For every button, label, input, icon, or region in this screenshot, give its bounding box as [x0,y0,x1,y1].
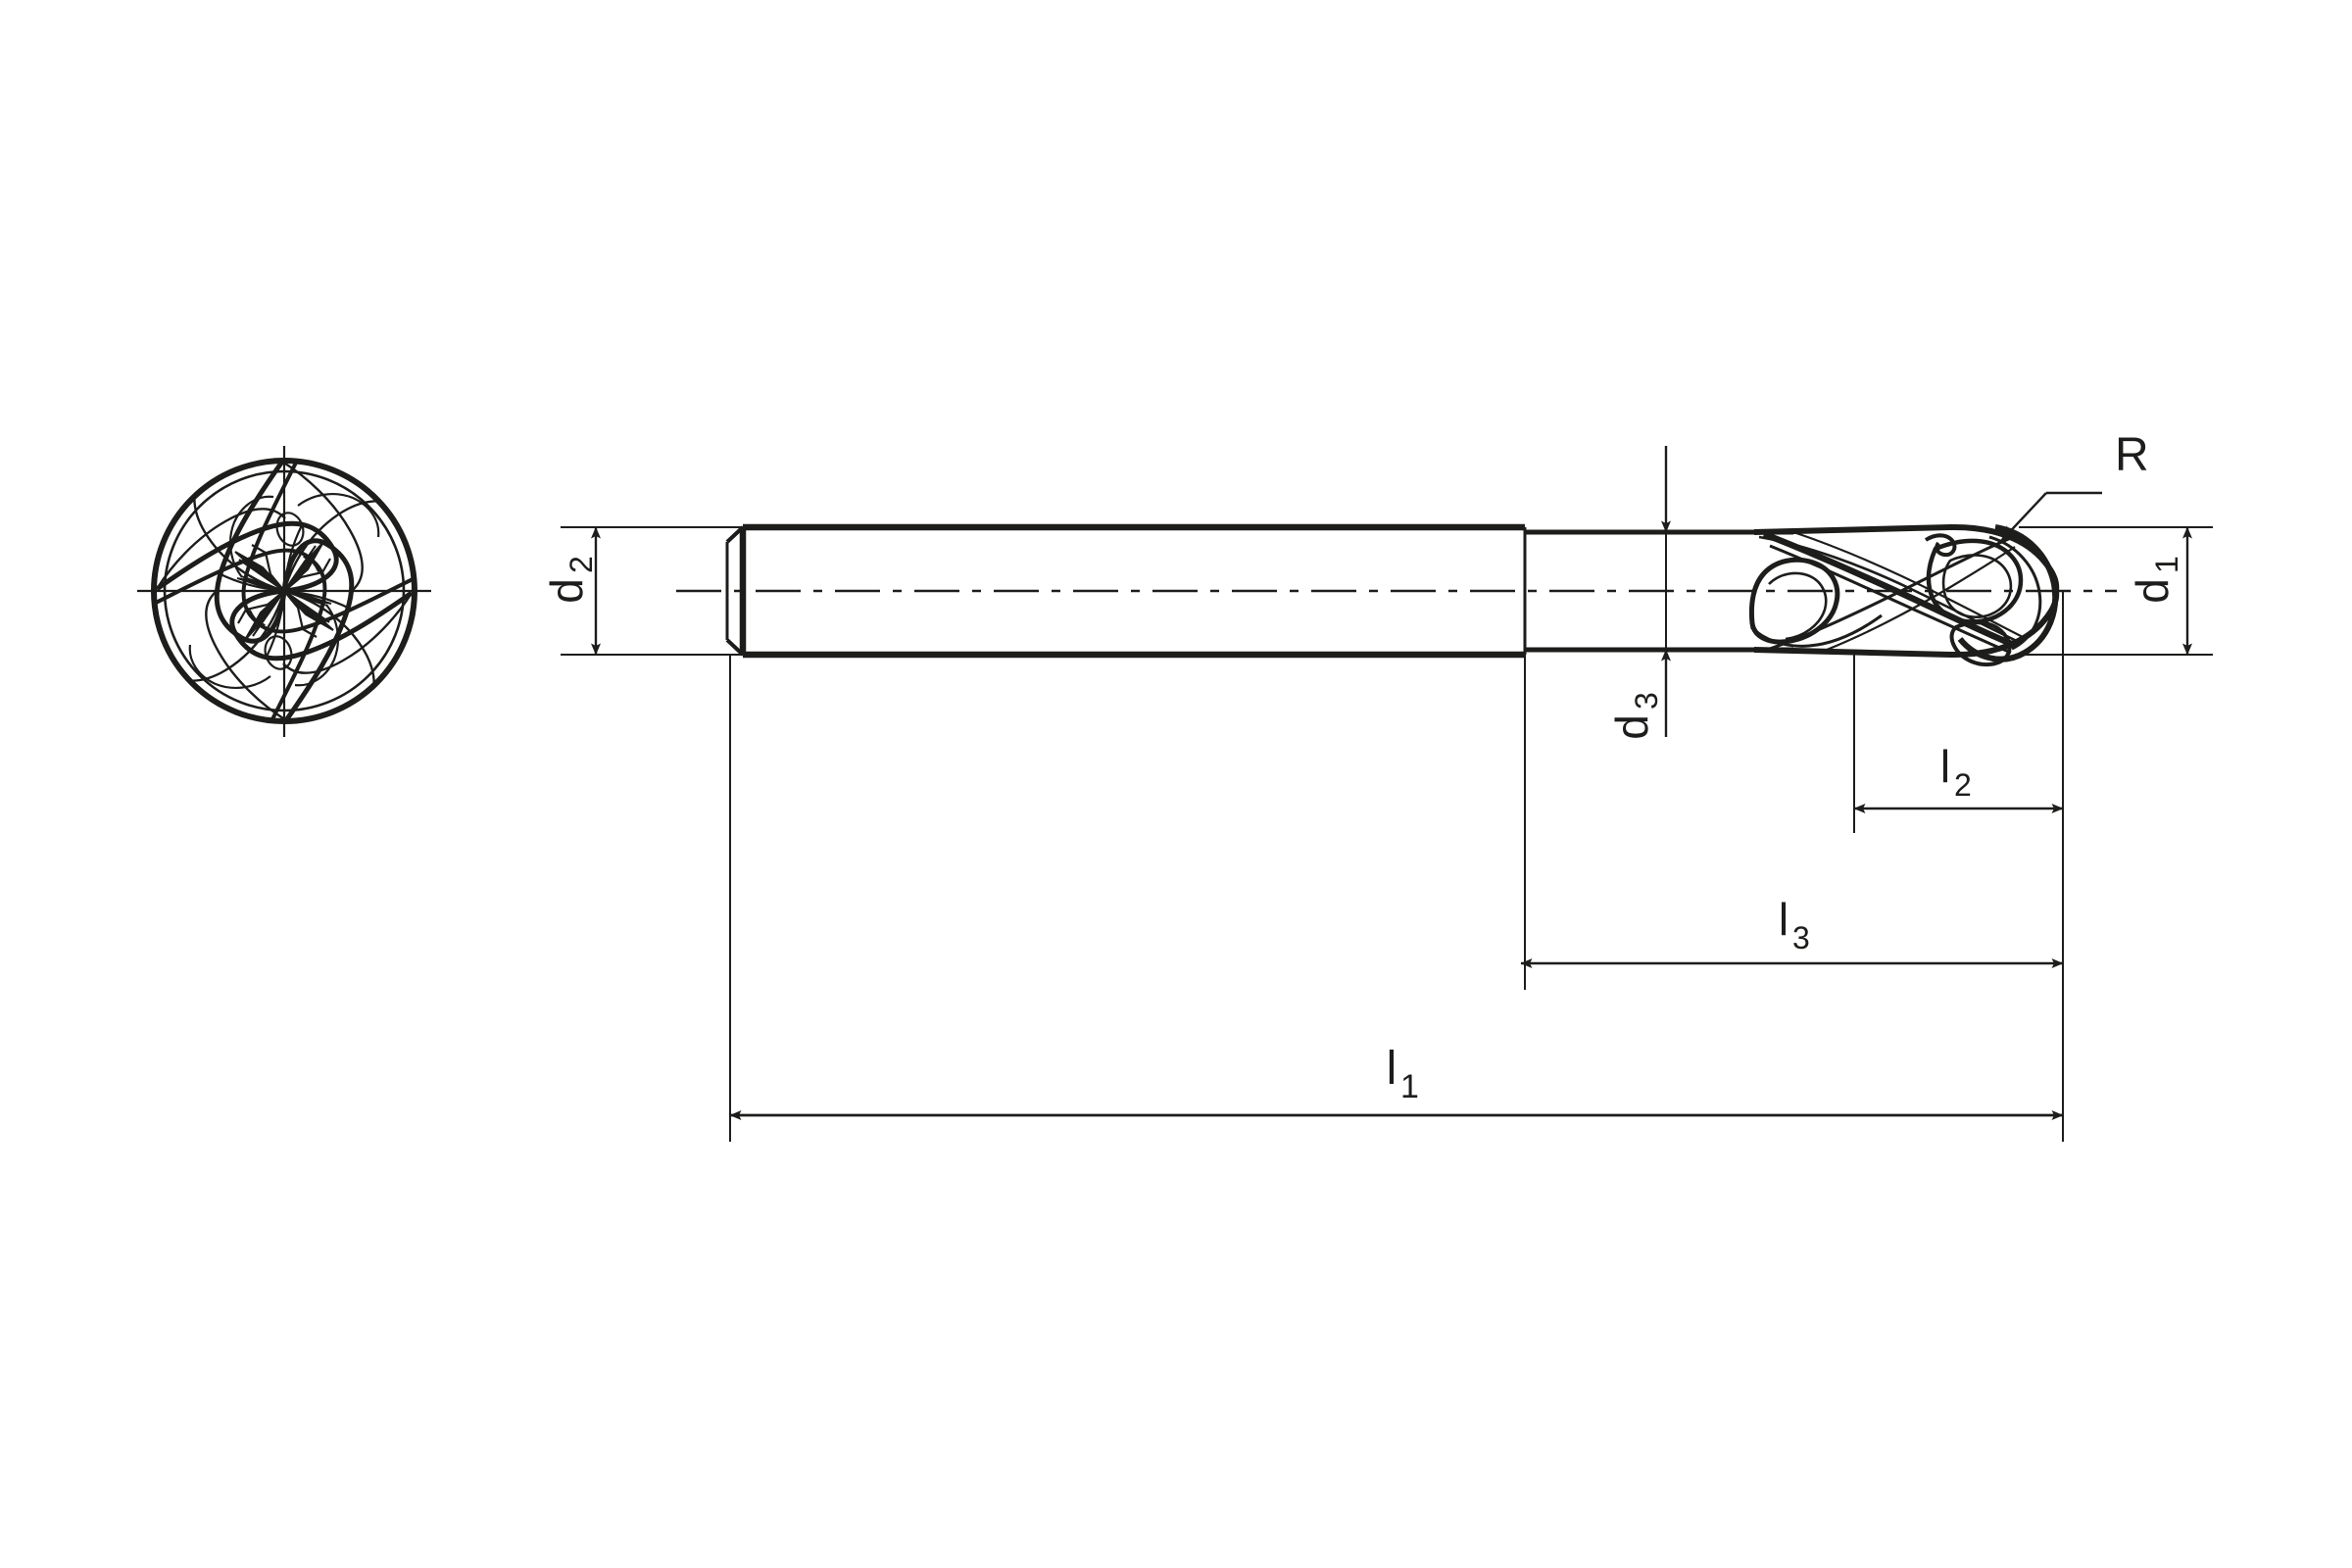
head-land-line-2 [1826,546,2016,652]
flute-groove-a-upper [1762,530,2016,649]
dimension-l3: l 3 [1520,894,2064,968]
rear-flute-pocket-heel [1749,613,1883,648]
dimension-l1: l 1 [729,1043,2064,1120]
d3-label-subscript: 3 [1629,692,1664,710]
end-view-relief-facets [237,544,331,638]
flute-groove-a-land [1758,535,2022,645]
R-label: R [2115,429,2149,481]
l2-label-subscript: 2 [1954,767,1972,803]
shank-body [725,523,1525,659]
rear-flute-pocket-inner [1768,571,1828,641]
shank-chamfer-top [725,525,745,544]
dimension-d2: d 2 [541,526,753,656]
l1-label-subscript: 1 [1400,1068,1419,1105]
end-view-group [137,446,431,737]
l2-label: l [1940,741,1950,792]
end-view-center-star [234,541,334,641]
ball-nose-gash-notch [1924,533,1957,558]
l3-label-subscript: 3 [1792,920,1810,956]
d3-label: d [1606,714,1657,740]
ball-nose-lower-lobe [1949,620,2012,666]
d2-label-subscript: 2 [564,556,599,573]
ball-nose-outline [1957,524,2059,662]
head-land-line-1 [1792,530,2024,638]
dimension-d3: d 3 [1606,446,1671,740]
ball-nose-upper-lobe [1926,538,2024,624]
l1-label: l [1387,1043,1397,1095]
side-view-group [676,456,2117,1142]
shank-chamfer-bottom [725,638,745,657]
d2-label: d [541,578,592,604]
dimension-R: R [2000,429,2149,542]
R-leader-angled [2000,492,2047,542]
end-view-inner-circle [163,469,406,712]
neck-body [1523,527,1793,655]
d1-label-subscript: 1 [2149,556,2184,573]
l3-label: l [1779,894,1788,945]
dimension-d1: d 1 [2019,526,2213,656]
d1-label: d [2127,578,2178,604]
rear-flute-pocket [1748,557,1840,645]
end-view-outer-circle [151,458,417,724]
end-view-flute-detail [155,461,414,721]
ball-nose-inner-arc [1988,535,2042,651]
dimension-l2: l 2 [1853,741,2064,813]
ball-nose-upper-lobe-inner [1941,554,2013,618]
cutting-head [1748,523,2060,666]
end-view-flute-2 [229,577,414,713]
